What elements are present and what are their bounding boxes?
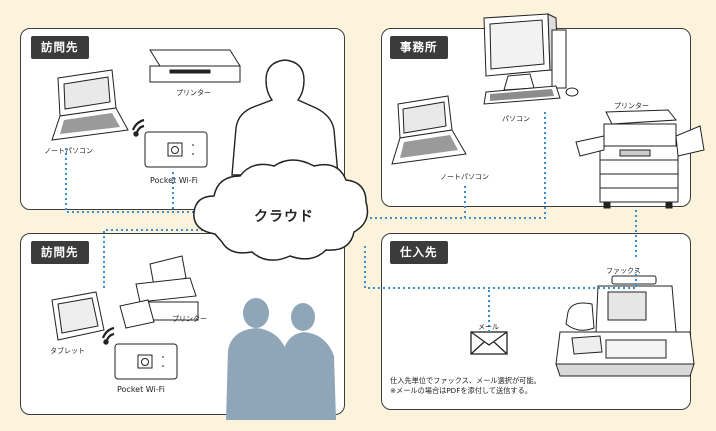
label-tablet: タブレット: [50, 347, 85, 355]
panel-title-office: 事務所: [390, 36, 448, 59]
connection-lines: [65, 112, 637, 332]
supplier-note-line2: ※メールの場合はPDFを添付して送信する。: [390, 386, 532, 395]
envelope-icon: [470, 331, 508, 355]
label-laptop-office: ノートパソコン: [440, 173, 489, 181]
printer-top-icon: [149, 49, 241, 83]
wifi-icon-top: [131, 118, 145, 137]
label-fax: ファックス: [606, 267, 641, 275]
label-pc-office: パソコン: [502, 115, 530, 123]
laptop-office-icon: [391, 95, 467, 165]
supplier-note-line1: 仕入先単位でファックス、メール選択が可能。: [390, 376, 541, 385]
label-pocket-wifi-bottom: Pocket Wi-Fi: [117, 385, 165, 394]
cloud-label: クラウド: [254, 209, 314, 225]
pocket-wifi-top-icon: [144, 131, 208, 168]
tablet-icon: [51, 291, 105, 341]
panel-title-visit-bottom: 訪問先: [31, 241, 89, 264]
label-printer-bottom: プリンター: [172, 315, 207, 323]
panel-title-supplier: 仕入先: [390, 241, 448, 264]
label-printer-office: プリンター: [614, 102, 649, 110]
office-printer-icon: [575, 109, 705, 209]
pocket-wifi-bottom-icon: [114, 343, 178, 380]
label-pocket-wifi-top: Pocket Wi-Fi: [150, 176, 198, 185]
cloud-shape: [193, 159, 369, 261]
label-laptop-top: ノートパソコン: [44, 147, 93, 155]
wifi-icon-bottom: [101, 326, 115, 345]
fax-machine-icon: [555, 275, 695, 377]
panel-title-visit-top: 訪問先: [31, 36, 89, 59]
label-printer-top: プリンター: [176, 89, 211, 97]
person-silhouette-top: [231, 59, 339, 176]
desktop-pc-icon: [483, 13, 579, 105]
laptop-top-icon: [51, 69, 129, 141]
label-mail: メール: [478, 323, 499, 331]
supplier-note: 仕入先単位でファックス、メール選択が可能。 ※メールの場合はPDFを添付して送信…: [390, 376, 541, 396]
printer-bottom-icon: [119, 255, 199, 329]
business-people-silhouette: [226, 298, 336, 420]
